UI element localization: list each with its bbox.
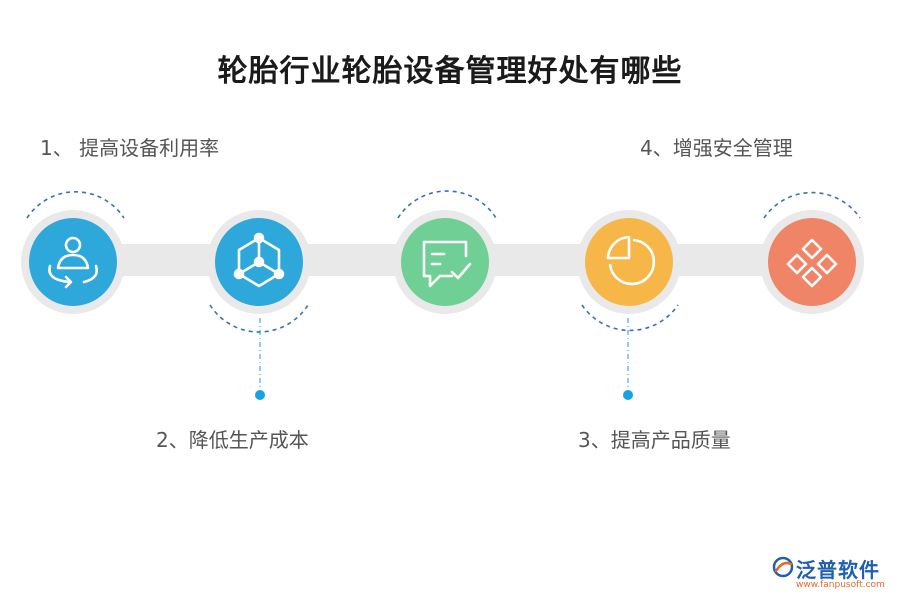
brand-watermark: 泛普软件 www.fanpusoft.com: [772, 552, 896, 598]
step-circle-1: [29, 218, 117, 306]
diamond-grid-icon: [786, 238, 838, 288]
step-circle-5: [768, 218, 856, 306]
arc-top-3: [397, 190, 497, 219]
step-label-4: 4、增强安全管理: [640, 136, 793, 160]
step-circle-3: [401, 218, 489, 306]
connector-dot-2: [255, 390, 265, 400]
hexagon-network-icon: [233, 232, 285, 288]
step-label-1: 1、 提高设备利用率: [40, 136, 220, 160]
step-label-2: 2、降低生产成本: [156, 428, 309, 452]
dashed-arcs: [26, 190, 861, 333]
arc-top-1: [26, 191, 125, 219]
connectors: [259, 318, 629, 390]
page-title: 轮胎行业轮胎设备管理好处有哪些: [217, 54, 683, 89]
brand-name: 泛普软件: [796, 558, 880, 582]
connector-dot-3: [623, 390, 633, 400]
step-label-3: 3、提高产品质量: [578, 428, 731, 452]
pie-chart-icon: [606, 235, 656, 286]
arc-top-5: [763, 191, 861, 219]
arc-bottom-4: [581, 304, 679, 332]
chat-check-icon: [422, 240, 472, 288]
brand-logo-icon: [772, 556, 794, 578]
step-circle-4: [585, 218, 673, 306]
arc-bottom-2: [209, 304, 309, 333]
brand-url: www.fanpusoft.com: [796, 580, 885, 590]
meditation-person-icon: [48, 236, 99, 289]
